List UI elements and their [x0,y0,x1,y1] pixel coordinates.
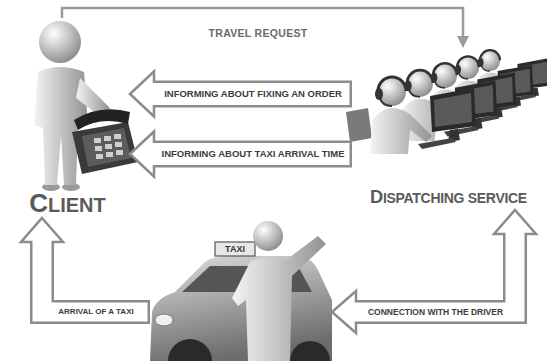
key [116,150,123,155]
phone-keypad [94,134,123,159]
phone-face [82,128,131,167]
arrow-label: INFORMING ABOUT TAXI ARRIVAL TIME [162,149,345,159]
key [104,136,111,141]
key [95,146,102,151]
flow-arrow [130,72,352,117]
arrow-fill [151,83,350,105]
arrow-head [130,72,154,117]
arrow-head [457,36,469,48]
arrow-fill [151,143,350,165]
taxi-sign [215,242,255,256]
dispatch-figures [346,50,547,154]
arrow-label: TRAVEL REQUEST [209,28,308,39]
node-title: TAXI [215,245,255,254]
node-title: DISPATCHING SERVICE [352,188,545,206]
node-title: CLIENT [5,190,130,216]
key [106,152,113,157]
headlight [155,314,173,326]
car-body [150,256,332,361]
flow-arrow [332,210,536,333]
driver-head [253,221,283,251]
key [94,138,101,143]
driver-body [232,236,326,361]
arrow-label: INFORMING ABOUT FIXING AN ORDER [164,89,342,99]
arrow-label: CONNECTION WITH THE DRIVER [368,308,503,317]
key [115,142,122,147]
wheel [290,341,330,361]
arrow-fill [42,239,148,312]
phone-base [72,122,138,174]
side-panel [346,108,372,142]
flow-arrow [62,8,469,48]
arrow-head [21,218,63,242]
arrow-label: ARRIVAL OF A TAXI [58,308,133,316]
taxi-figure [150,221,332,361]
key [114,134,121,139]
flow-arrow [21,218,150,312]
arrow-outline [356,234,515,312]
client-node: CLIENT [5,18,130,218]
flow-arrow [130,132,352,177]
phone-handset [74,109,130,130]
wheel [168,339,212,361]
client-head [39,21,81,63]
arrow-head [332,291,356,333]
arrow-outline [42,242,150,312]
taxi-node: TAXI [150,238,332,361]
arrow-head [130,132,154,177]
key [96,154,103,159]
client-figure [34,21,138,191]
operator [370,77,476,154]
dispatch-node: DISPATCHING SERVICE [352,48,545,210]
key [105,144,112,149]
arrow-head [494,210,536,234]
arrow-fill [353,231,515,312]
